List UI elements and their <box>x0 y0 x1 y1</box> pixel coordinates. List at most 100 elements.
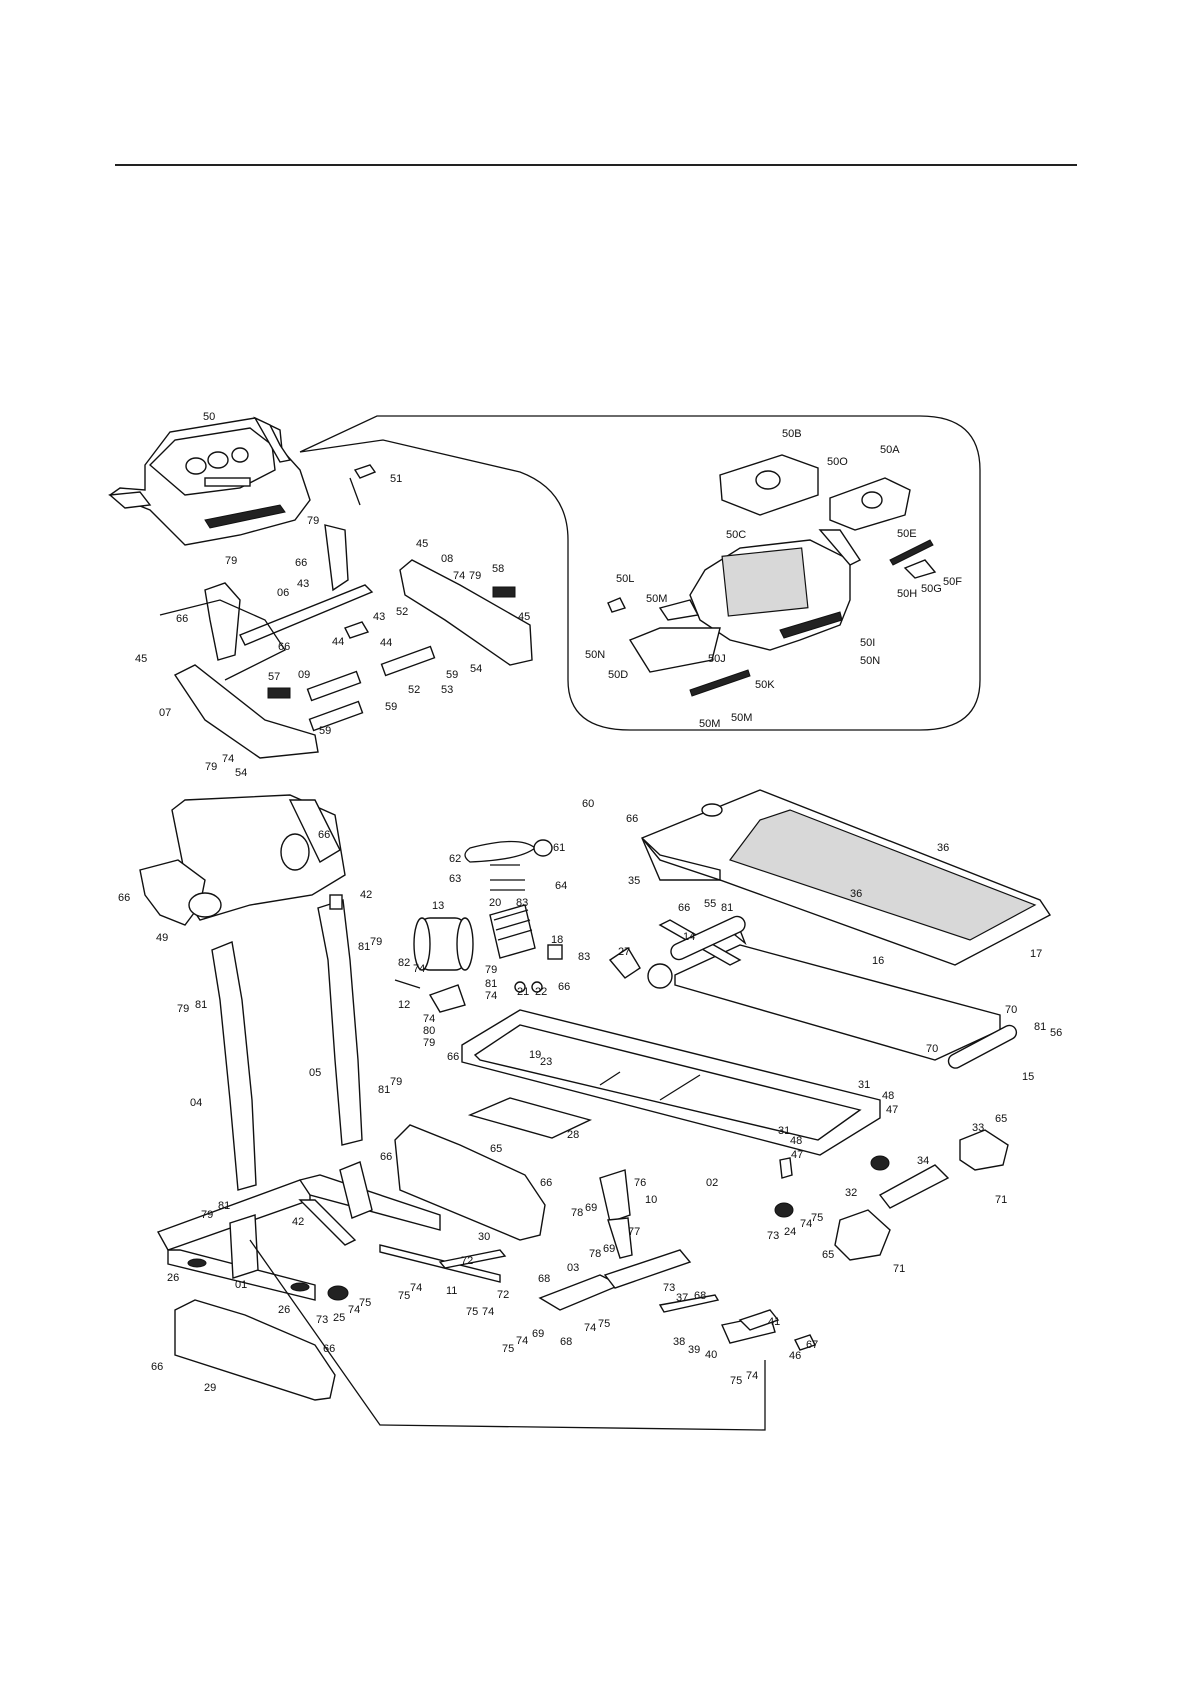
part-label: 50 <box>203 411 215 423</box>
part-label: 28 <box>567 1129 579 1141</box>
part-label: 75 <box>359 1297 371 1309</box>
detail-callout-outline <box>299 415 981 731</box>
part-label: 50N <box>860 655 880 667</box>
part-label: 06 <box>277 587 289 599</box>
part-label: 20 <box>489 897 501 909</box>
part-label: 40 <box>705 1349 717 1361</box>
part-label: 73 <box>316 1314 328 1326</box>
covers-drawing <box>174 1124 546 1401</box>
part-label: 50M <box>699 718 720 730</box>
part-label: 59 <box>446 669 458 681</box>
part-label: 74 <box>746 1370 758 1382</box>
part-label: 79 <box>205 761 217 773</box>
part-label: 69 <box>532 1328 544 1340</box>
part-label: 72 <box>497 1289 509 1301</box>
part-label: 50O <box>827 456 848 468</box>
part-label: 75 <box>811 1212 823 1224</box>
part-label: 16 <box>872 955 884 967</box>
part-label: 74 <box>453 570 465 582</box>
part-label: 58 <box>492 563 504 575</box>
part-label: 15 <box>1022 1071 1034 1083</box>
part-label: 08 <box>441 553 453 565</box>
part-label: 66 <box>318 829 330 841</box>
part-label: 35 <box>628 875 640 887</box>
part-label: 01 <box>235 1279 247 1291</box>
part-label: 19 <box>529 1049 541 1061</box>
part-label: 42 <box>360 889 372 901</box>
part-label: 66 <box>118 892 130 904</box>
part-label: 26 <box>167 1272 179 1284</box>
part-label: 48 <box>882 1090 894 1102</box>
part-label: 18 <box>551 934 563 946</box>
part-label: 75 <box>398 1290 410 1302</box>
part-label: 79 <box>201 1209 213 1221</box>
part-label: 45 <box>416 538 428 550</box>
part-label: 79 <box>469 570 481 582</box>
part-label: 65 <box>490 1143 502 1155</box>
part-label: 50H <box>897 588 917 600</box>
part-label: 13 <box>432 900 444 912</box>
part-label: 81 <box>378 1084 390 1096</box>
part-label: 72 <box>461 1255 473 1267</box>
console-base-drawing <box>139 794 346 926</box>
part-label: 49 <box>156 932 168 944</box>
part-label: 44 <box>332 636 344 648</box>
part-label: 29 <box>204 1382 216 1394</box>
part-label: 57 <box>268 671 280 683</box>
part-label: 47 <box>886 1104 898 1116</box>
incline-assembly-drawing <box>249 1169 816 1431</box>
part-label: 21 <box>517 986 529 998</box>
part-label: 65 <box>822 1249 834 1261</box>
part-number-labels: 50 51 79 79 66 66 66 43 43 45 45 45 08 0… <box>118 411 1062 1394</box>
part-label: 34 <box>917 1155 929 1167</box>
part-label: 79 <box>390 1076 402 1088</box>
part-label: 66 <box>323 1343 335 1355</box>
part-label: 22 <box>535 986 547 998</box>
part-label: 07 <box>159 707 171 719</box>
part-label: 41 <box>768 1316 780 1328</box>
part-label: 77 <box>628 1226 640 1238</box>
part-label: 81 <box>195 999 207 1011</box>
part-label: 81 <box>721 902 733 914</box>
part-label: 63 <box>449 873 461 885</box>
part-label: 62 <box>449 853 461 865</box>
motor-electronics-drawing <box>394 839 563 1013</box>
part-label: 83 <box>516 897 528 909</box>
part-label: 30 <box>478 1231 490 1243</box>
part-label: 81 <box>1034 1021 1046 1033</box>
part-label: 66 <box>380 1151 392 1163</box>
part-label: 27 <box>618 946 630 958</box>
part-label: 10 <box>645 1194 657 1206</box>
part-label: 61 <box>553 842 565 854</box>
header-rule <box>115 164 1077 166</box>
part-label: 50I <box>860 637 875 649</box>
part-label: 60 <box>582 798 594 810</box>
part-label: 74 <box>584 1322 596 1334</box>
uprights-drawing <box>211 894 363 1191</box>
part-label: 14 <box>683 931 695 943</box>
part-label: 43 <box>297 578 309 590</box>
part-label: 71 <box>893 1263 905 1275</box>
part-label: 26 <box>278 1304 290 1316</box>
part-label: 70 <box>926 1043 938 1055</box>
part-label: 04 <box>190 1097 202 1109</box>
part-label: 79 <box>423 1037 435 1049</box>
part-label: 12 <box>398 999 410 1011</box>
part-label: 31 <box>778 1125 790 1137</box>
part-label: 45 <box>518 611 530 623</box>
part-label: 23 <box>540 1056 552 1068</box>
part-label: 25 <box>333 1312 345 1324</box>
part-label: 79 <box>307 515 319 527</box>
part-label: 56 <box>1050 1027 1062 1039</box>
part-label: 74 <box>222 753 234 765</box>
part-label: 50G <box>921 583 942 595</box>
part-label: 11 <box>446 1285 457 1297</box>
part-label: 50M <box>646 593 667 605</box>
part-label: 38 <box>673 1336 685 1348</box>
part-label: 31 <box>858 1079 870 1091</box>
part-label: 81 <box>485 978 497 990</box>
console-assembly-drawing <box>108 416 311 546</box>
part-label: 66 <box>176 613 188 625</box>
part-label: 73 <box>767 1230 779 1242</box>
